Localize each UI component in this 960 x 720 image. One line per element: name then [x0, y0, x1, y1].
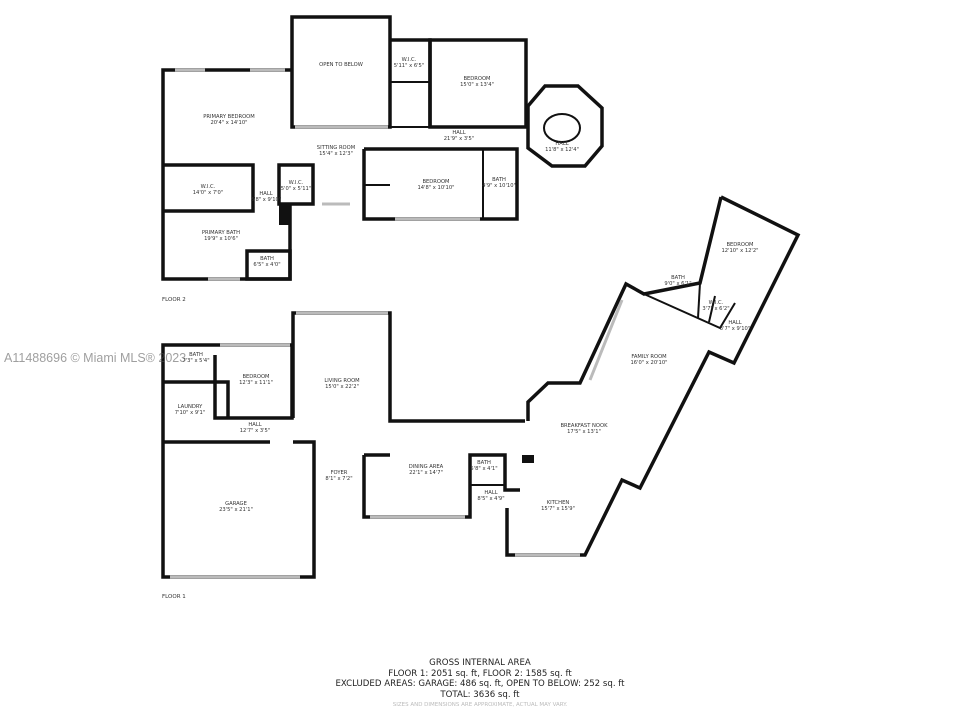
room-name: GARAGE [225, 501, 247, 507]
svg-text:OPEN TO BELOW: OPEN TO BELOW [319, 62, 363, 68]
floor1-walls [161, 195, 801, 579]
room-name: HALL [248, 422, 261, 428]
room-dims: 5'0" x 5'11" [281, 186, 312, 192]
room-name: BATH [477, 460, 491, 466]
floor1-label: FLOOR 1 [162, 594, 186, 600]
room-name: BATH [260, 256, 274, 262]
room-dims: 11'8" x 12'4" [545, 147, 579, 153]
floor1-labels: BATH 7'3" x 5'4" BEDROOM 12'3" x 11'1" L… [162, 242, 759, 600]
room-name: KITCHEN [547, 500, 570, 506]
room-dims: 16'0" x 20'10" [630, 360, 667, 366]
room-dims: 3'8" x 9'10" [251, 197, 282, 203]
room-name: BREAKFAST NOOK [560, 423, 608, 429]
room-name: BATH [671, 275, 685, 281]
room-dims: 8'5" x 4'9" [477, 496, 504, 502]
room-name: FAMILY ROOM [631, 354, 666, 360]
room-dims: 21'9" x 3'5" [444, 136, 475, 142]
disclaimer: SIZES AND DIMENSIONS ARE APPROXIMATE, AC… [392, 702, 568, 708]
room-dims: 15'0" x 22'2" [325, 384, 359, 390]
room-name: LAUNDRY [178, 404, 204, 410]
room-name: HALL [728, 320, 741, 326]
room-name: HALL [555, 141, 568, 147]
room-name: BEDROOM [726, 242, 753, 248]
floor2-labels: OPEN TO BELOW W.I.C. 5'11" x 6'5" BEDROO… [162, 57, 579, 303]
room-name: BATH [189, 352, 203, 358]
room-dims: 17'5" x 13'1" [567, 429, 601, 435]
floor2-walls [161, 15, 604, 281]
room-dims: 12'7" x 3'5" [240, 428, 271, 434]
room-dims: 15'0" x 13'4" [460, 82, 494, 88]
room-dims: 5'11" x 6'5" [394, 63, 425, 69]
room-name: W.I.C. [201, 184, 216, 190]
room-dims: 3'7" x 6'2" [702, 306, 729, 312]
room-name: LIVING ROOM [324, 378, 359, 384]
room-name: PRIMARY BATH [202, 230, 240, 236]
room-name: SITTING ROOM [317, 145, 355, 151]
room-name: HALL [259, 191, 272, 197]
room-name: BEDROOM [463, 76, 490, 82]
room-dims: 4'9" x 10'10" [482, 183, 516, 189]
room-dims: 12'10" x 12'2" [721, 248, 758, 254]
room-dims: 6'5" x 4'0" [253, 262, 280, 268]
room-dims: 14'8" x 10'10" [417, 185, 454, 191]
floor2-label: FLOOR 2 [162, 297, 186, 303]
room-dims: 22'1" x 14'7" [409, 470, 443, 476]
room-name: BEDROOM [422, 179, 449, 185]
room-name: BATH [492, 177, 506, 183]
room-dims: 15'4" x 12'3" [319, 151, 353, 157]
room-name: W.I.C. [289, 180, 304, 186]
room-name: BEDROOM [242, 374, 269, 380]
room-dims: 20'4" x 14'10" [210, 120, 247, 126]
room-dims: 7'3" x 5'4" [182, 358, 209, 364]
area-title: GROSS INTERNAL AREA [429, 658, 531, 668]
room-dims: 9'0" x 6'1" [664, 281, 691, 287]
room-dims: 3'7" x 9'10" [720, 326, 751, 332]
room-name: FOYER [331, 470, 348, 476]
area-floors: FLOOR 1: 2051 sq. ft, FLOOR 2: 1585 sq. … [388, 668, 572, 679]
room-dims: 14'0" x 7'0" [193, 190, 224, 196]
area-summary: GROSS INTERNAL AREA FLOOR 1: 2051 sq. ft… [0, 658, 960, 711]
area-excluded: EXCLUDED AREAS: GARAGE: 486 sq. ft, OPEN… [335, 679, 625, 689]
area-total: TOTAL: 3636 sq. ft [440, 689, 520, 700]
room-name: HALL [452, 130, 465, 136]
room-dims: 8'1" x 7'2" [325, 476, 352, 482]
room-dims: 12'3" x 11'1" [239, 380, 273, 386]
room-dims: 5'8" x 4'1" [470, 466, 497, 472]
room-name: OPEN TO BELOW [319, 62, 363, 68]
room-dims: 7'10" x 9'1" [175, 410, 206, 416]
room-dims: 15'7" x 15'9" [541, 506, 575, 512]
room-name: W.I.C. [709, 300, 724, 306]
room-dims: 23'5" x 21'1" [219, 507, 253, 513]
room-name: HALL [484, 490, 497, 496]
room-name: DINING AREA [409, 464, 444, 470]
room-name: W.I.C. [402, 57, 417, 63]
room-name: PRIMARY BEDROOM [203, 114, 254, 120]
watermark: A11488696 © Miami MLS® 2023 [4, 351, 187, 365]
room-dims: 19'9" x 10'6" [204, 236, 238, 242]
